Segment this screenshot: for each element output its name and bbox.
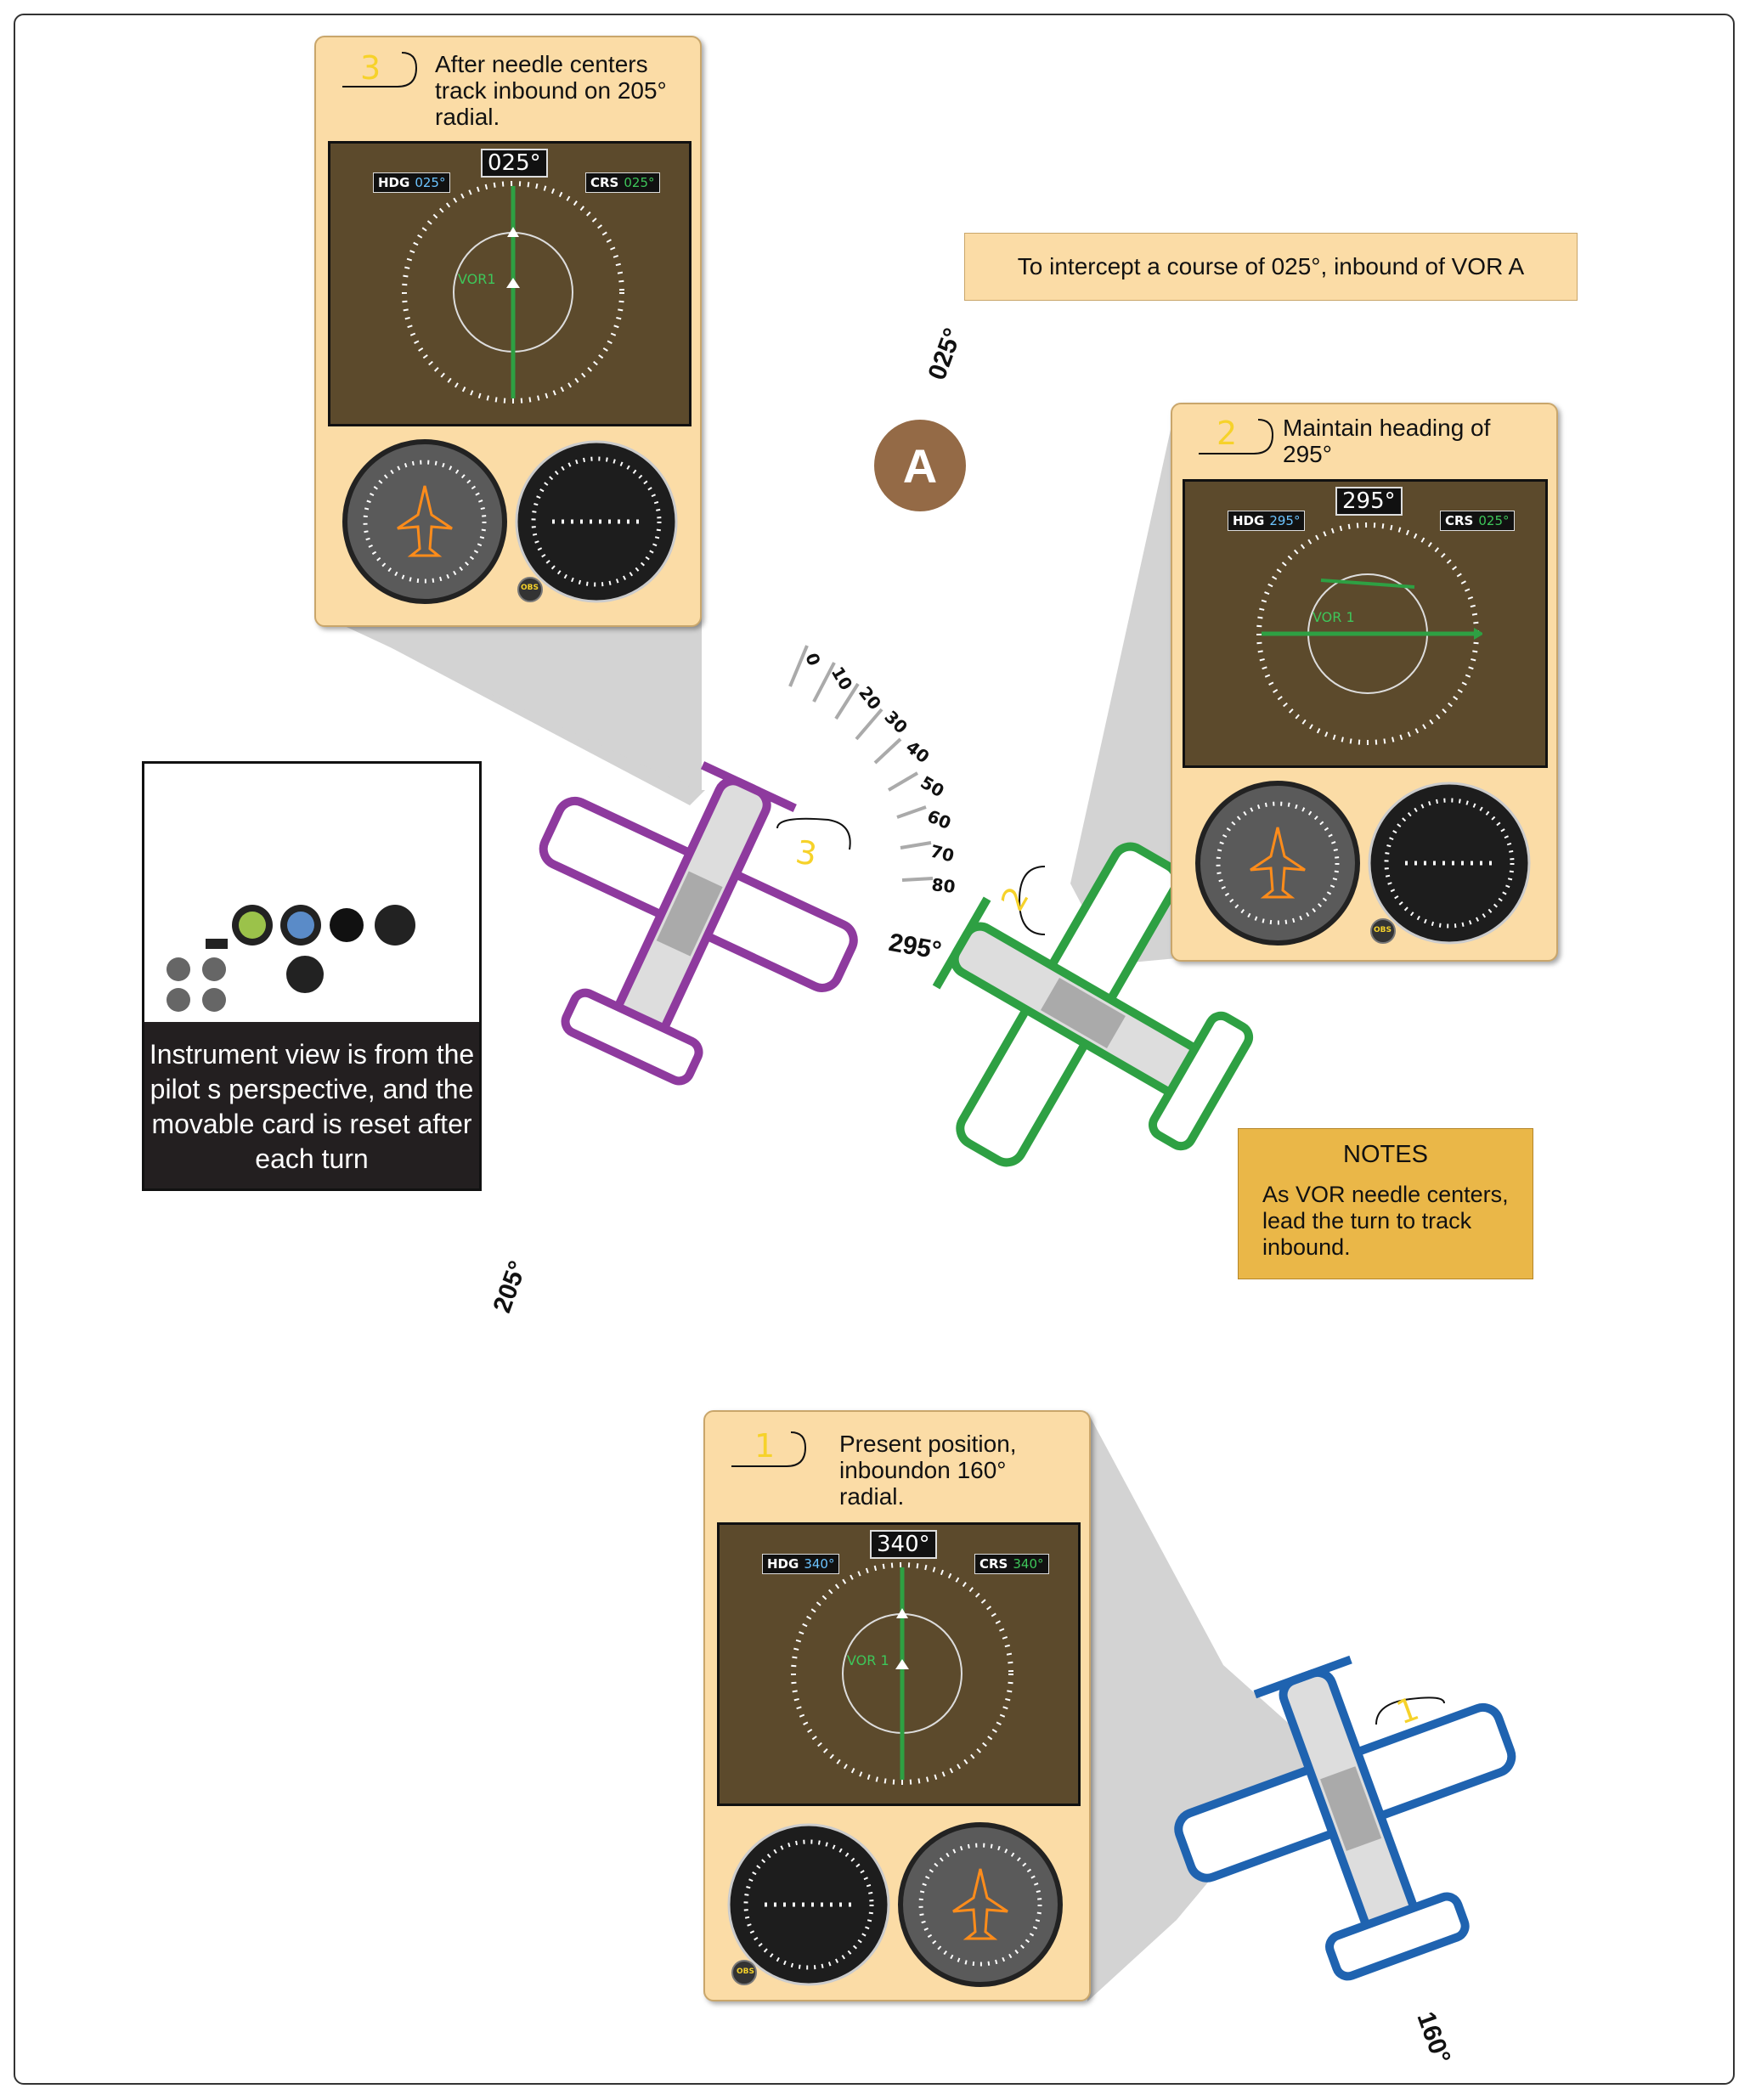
instrument-panel-legend: Instrument view is from the pilot s pers… xyxy=(142,761,482,1191)
obs-knob-1[interactable]: OBS xyxy=(737,1967,754,1976)
aircraft-position-2 xyxy=(932,842,1254,1167)
heading-readout-2: 295° xyxy=(1335,487,1403,516)
notes-title: NOTES xyxy=(1343,1141,1428,1168)
obs-knob-3[interactable]: OBS xyxy=(521,584,539,592)
step-badge-1 xyxy=(731,1431,807,1467)
step-number-3: 3 xyxy=(360,49,381,87)
notes-body: As VOR needle centers, lead the turn to … xyxy=(1262,1182,1509,1260)
vor-station-marker xyxy=(874,420,966,511)
instrument-pair-2 xyxy=(1195,781,1531,946)
step-number-2: 2 xyxy=(1217,415,1238,452)
compass-rose-3 xyxy=(402,181,624,404)
angle-label-40: 40 xyxy=(902,737,934,767)
heading-readout-1: 340° xyxy=(870,1530,937,1559)
angle-label-70: 70 xyxy=(929,841,957,867)
aircraft-number-3: 3 xyxy=(793,833,819,874)
step-panel-3: 3 After needle centers track inbound on … xyxy=(314,36,702,627)
aircraft-position-3 xyxy=(539,761,858,1086)
heading-readout-3: 025° xyxy=(481,149,548,178)
step-badge-2 xyxy=(1199,419,1274,454)
instrument-panel-thumbnail xyxy=(167,905,415,1012)
step-panel-1: 1 Present position, inboundon 160° radia… xyxy=(703,1410,1091,2001)
instrument-note: Instrument view is from the pilot s pers… xyxy=(144,1022,479,1188)
aircraft-position-1 xyxy=(1174,1655,1516,1981)
step-caption-3: After needle centers track inbound on 20… xyxy=(435,51,667,130)
angle-label-60: 60 xyxy=(924,805,954,833)
angle-label-30: 30 xyxy=(880,707,912,738)
obs-knob-2[interactable]: OBS xyxy=(1374,926,1392,934)
aircraft-number-2: 2 xyxy=(994,881,1036,917)
callout-wedge-3b xyxy=(323,612,702,790)
compass-rose-1 xyxy=(791,1562,1013,1785)
compass-rose-2 xyxy=(1256,522,1482,745)
step-badge-3 xyxy=(342,52,418,88)
step-caption-1: Present position, inboundon 160° radial. xyxy=(839,1431,1017,1510)
figure-frame xyxy=(14,14,1735,2085)
aircraft-number-1: 1 xyxy=(1392,1690,1424,1732)
nav-source-1: VOR 1 xyxy=(847,1652,889,1668)
nav-source-3: VOR1 xyxy=(458,271,496,287)
notes-box: NOTES As VOR needle centers, lead the tu… xyxy=(1238,1128,1533,1279)
callout-wedge-1 xyxy=(1087,1412,1318,2001)
scenario-banner: To intercept a course of 025°, inbound o… xyxy=(964,233,1578,301)
callout-wedge-2 xyxy=(1070,403,1177,964)
angle-label-50: 50 xyxy=(917,772,948,802)
station-label: A xyxy=(903,439,937,493)
nav-source-2: VOR 1 xyxy=(1312,609,1355,625)
instrument-pair-1 xyxy=(727,1822,1063,1987)
angle-label-80: 80 xyxy=(930,874,956,897)
intercept-angle-arc xyxy=(788,645,934,882)
step-number-1: 1 xyxy=(754,1427,776,1465)
step-caption-2: Maintain heading of 295° xyxy=(1283,415,1491,467)
instrument-pair-3 xyxy=(342,439,678,604)
